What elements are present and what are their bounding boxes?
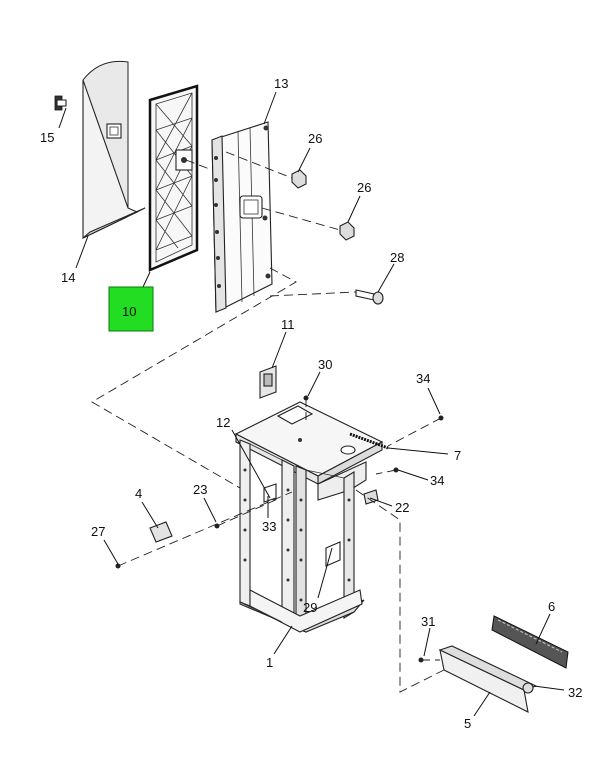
callout-28[interactable]: 28 <box>390 250 404 265</box>
part-6-rail <box>491 615 569 669</box>
part-26-nut-upper <box>291 169 307 189</box>
callout-34-lower[interactable]: 34 <box>430 473 444 488</box>
callout-13[interactable]: 13 <box>274 76 288 91</box>
callout-26-lower[interactable]: 26 <box>357 180 371 195</box>
callout-6[interactable]: 6 <box>548 599 555 614</box>
callout-34-upper[interactable]: 34 <box>416 371 430 386</box>
callout-7[interactable]: 7 <box>454 448 461 463</box>
callout-12[interactable]: 12 <box>216 415 230 430</box>
part-13-inner-panel <box>211 121 273 313</box>
leader-lines <box>58 91 565 717</box>
callout-23[interactable]: 23 <box>193 482 207 497</box>
callout-32[interactable]: 32 <box>568 685 582 700</box>
callout-10-highlight[interactable] <box>108 286 154 332</box>
callout-1[interactable]: 1 <box>266 655 273 670</box>
assembly-lines-lower <box>117 398 445 693</box>
callout-31[interactable]: 31 <box>421 614 435 629</box>
callout-27[interactable]: 27 <box>91 524 105 539</box>
callout-5[interactable]: 5 <box>464 716 471 731</box>
part-14-cover-panel <box>82 60 146 240</box>
callout-4[interactable]: 4 <box>135 486 142 501</box>
part-7-spring <box>349 432 389 450</box>
part-5-plate <box>438 645 538 713</box>
callout-30[interactable]: 30 <box>318 357 332 372</box>
callout-11[interactable]: 11 <box>281 317 295 332</box>
part-10-insulation-pad <box>148 84 199 272</box>
callout-29[interactable]: 29 <box>303 600 317 615</box>
assembly-lines-upper <box>91 151 357 489</box>
callout-15[interactable]: 15 <box>40 130 54 145</box>
callouts: 15 14 13 26 26 28 10 11 30 34 12 7 34 22… <box>40 76 582 731</box>
part-28-bolt <box>355 289 384 305</box>
part-26-nut-lower <box>339 221 355 241</box>
part-32-knob <box>522 682 534 694</box>
part-11-bracket <box>259 365 277 399</box>
part-15-clip <box>54 95 67 111</box>
callout-22[interactable]: 22 <box>395 500 409 515</box>
callout-14[interactable]: 14 <box>61 270 75 285</box>
callout-10[interactable]: 10 <box>122 304 136 319</box>
part-1-frame <box>234 401 384 633</box>
part-4-bracket <box>149 521 173 543</box>
part-22-clip <box>363 489 379 505</box>
callout-33[interactable]: 33 <box>262 519 276 534</box>
callout-26-upper[interactable]: 26 <box>308 131 322 146</box>
